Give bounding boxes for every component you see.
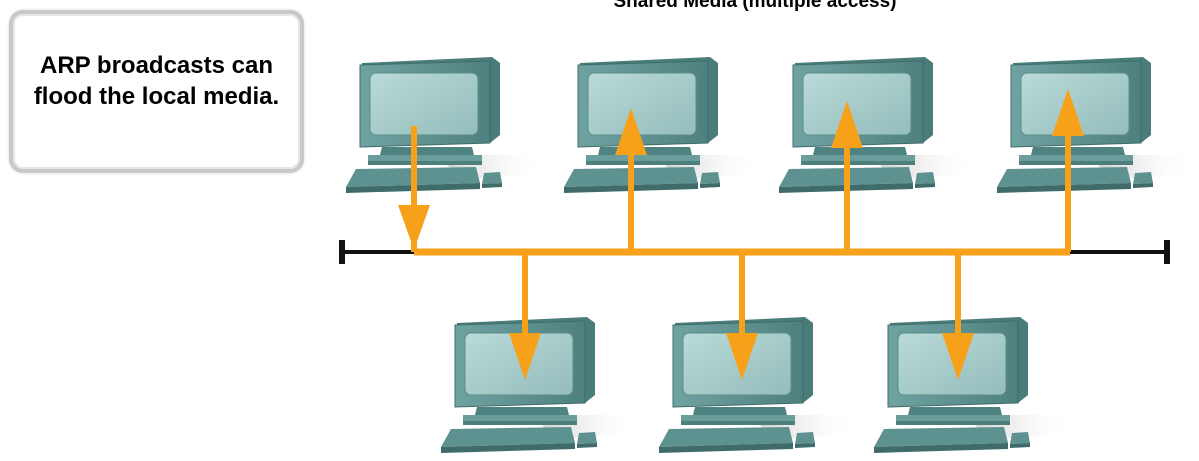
arrow-up-top-3 [831,101,863,252]
desktop-computer-icon [658,316,855,454]
desktop-computer-icon [778,56,975,194]
arrow-down-bottom-1 [509,252,541,380]
arrow-up-top-2 [615,108,647,252]
desktop-computer-icon [345,56,542,194]
desktop-computer-icon [563,56,760,194]
arrow-down-bottom-2 [726,252,758,380]
arrow-down-bottom-3 [942,252,974,380]
arrow-down-top-1 [398,126,430,252]
arrow-up-top-4 [1052,89,1084,252]
desktop-computer-icon [996,56,1193,194]
diagram-title: Shared Media (multiple access) [613,0,897,12]
callout-box: ARP broadcasts can flood the local media… [9,10,304,173]
callout-text: ARP broadcasts can flood the local media… [33,51,280,110]
